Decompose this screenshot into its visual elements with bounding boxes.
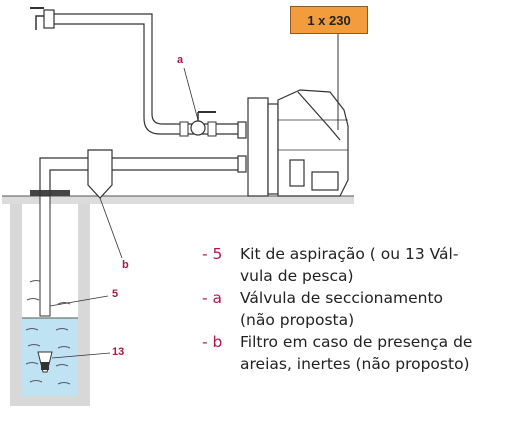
legend-text: Kit de aspiração ( ou 13 Vál- vula de pe… (240, 243, 517, 287)
legend-item-5: - 5 Kit de aspiração ( ou 13 Vál- vula d… (202, 243, 517, 287)
discharge-pipe (52, 13, 243, 135)
legend-key: - a (202, 289, 223, 307)
legend-line: Válvula de seccionamento (240, 289, 444, 307)
power-supply-badge: 1 x 230 (290, 6, 368, 34)
legend-item-a: - a Válvula de seccionamento (não propos… (202, 287, 517, 331)
callout-b: b (122, 259, 129, 271)
leader-b (99, 197, 123, 259)
callout-5: 5 (112, 288, 119, 300)
legend-line: vula de pesca) (240, 267, 354, 285)
leader-a (183, 67, 199, 121)
legend: - 5 Kit de aspiração ( ou 13 Vál- vula d… (202, 243, 517, 375)
legend-line: (não proposta) (240, 311, 355, 329)
filter (87, 149, 113, 199)
legend-item-b: - b Filtro em caso de presença de areias… (202, 331, 517, 375)
ground-surface (2, 196, 354, 204)
pump (237, 34, 349, 197)
leader-13 (51, 352, 111, 359)
well (10, 190, 90, 406)
legend-key: - 5 (202, 245, 223, 263)
callout-a: a (177, 54, 184, 66)
suction-pipe (39, 157, 240, 196)
legend-line: areias, inertes (não proposto) (240, 355, 470, 373)
tap-icon (30, 7, 55, 30)
legend-text: Válvula de seccionamento (não proposta) (240, 287, 517, 331)
leader-5 (49, 295, 109, 307)
legend-key: - b (202, 333, 223, 351)
legend-line: Kit de aspiração ( ou 13 Vál- (240, 245, 459, 263)
legend-line: Filtro em caso de presença de (240, 333, 473, 351)
legend-text: Filtro em caso de presença de areias, in… (240, 331, 517, 375)
callout-13: 13 (112, 346, 125, 358)
valve (179, 111, 217, 137)
